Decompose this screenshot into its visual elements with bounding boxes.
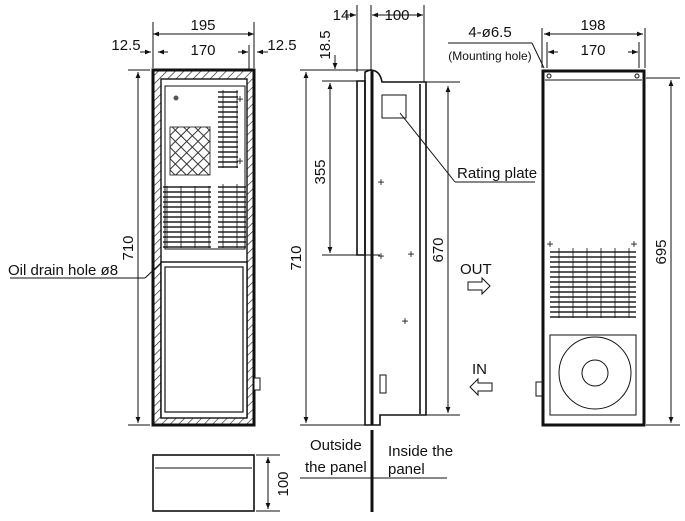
- mounting-holes-label: 4-ø6.5: [468, 24, 511, 41]
- front-view: 195 170 12.5 12.5 710 + + Oil drain hole…: [8, 17, 297, 427]
- dim-width-195: 195: [190, 17, 215, 34]
- dim-height-695: 695: [653, 239, 670, 264]
- dim-top-offset: 18.5: [317, 30, 334, 59]
- outside-panel-label-2: the panel: [305, 459, 367, 476]
- dim-width-198: 198: [580, 17, 605, 34]
- dim-margin-right: 12.5: [267, 37, 296, 54]
- svg-text:+: +: [630, 237, 637, 251]
- dim-width-170: 170: [190, 42, 215, 59]
- svg-text:+: +: [377, 175, 384, 189]
- dim-depth-100: 100: [275, 471, 292, 496]
- oil-drain-hole-label: Oil drain hole ø8: [8, 262, 118, 279]
- inside-panel-label-2: panel: [388, 461, 425, 478]
- out-arrow-icon: [467, 276, 491, 296]
- in-arrow-icon: [469, 377, 493, 397]
- outside-panel-label-1: Outside: [310, 437, 362, 454]
- rating-plate-label: Rating plate: [457, 165, 537, 182]
- out-label: OUT: [460, 261, 492, 278]
- dim-height-710: 710: [120, 235, 137, 260]
- mounting-hole-note: (Mounting hole): [448, 49, 531, 63]
- rear-view: 198 170 4-ø6.5 (Mounting hole) + + 695: [448, 17, 680, 427]
- in-label: IN: [472, 361, 487, 378]
- svg-text:+: +: [546, 237, 553, 251]
- inside-panel-label-1: Inside the: [388, 443, 453, 460]
- svg-text:+: +: [236, 92, 243, 106]
- svg-text:+: +: [401, 314, 408, 328]
- dim-cutout-355: 355: [312, 159, 329, 184]
- dim-margin-left: 12.5: [111, 37, 140, 54]
- svg-text:+: +: [377, 249, 384, 263]
- dim-depth-100: 100: [384, 7, 409, 24]
- dim-width-170: 170: [580, 42, 605, 59]
- dim-body-670: 670: [430, 237, 447, 262]
- svg-text:+: +: [236, 154, 243, 168]
- dim-height-710: 710: [288, 245, 305, 270]
- side-view: 14 100 18.5 355 710 Rating plate + + + +…: [288, 5, 537, 512]
- dim-flange-14: 14: [333, 7, 350, 24]
- bottom-view: 100: [152, 454, 292, 512]
- svg-text:+: +: [407, 247, 414, 261]
